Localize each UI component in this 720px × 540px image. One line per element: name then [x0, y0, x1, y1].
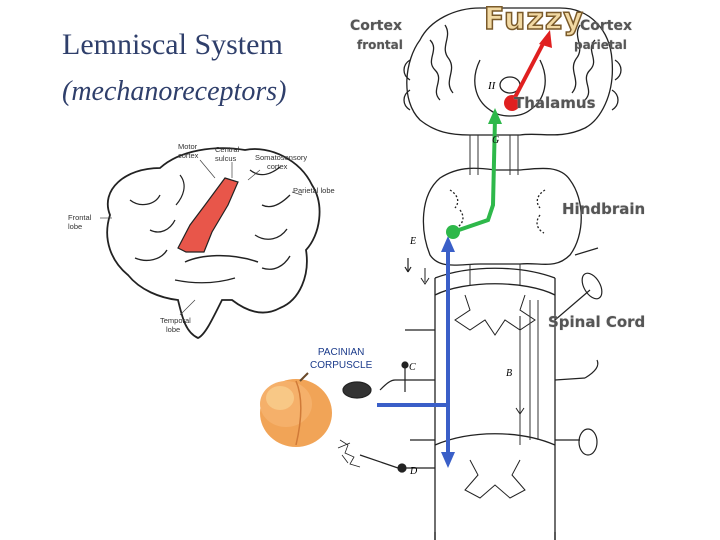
- blue-pathway: [377, 236, 455, 468]
- motor-cortex-line-1: Motor: [178, 142, 198, 151]
- green-pathway: [446, 108, 502, 239]
- temporal-lobe-line-2: lobe: [166, 325, 181, 334]
- pacinian-line-1: PACINIAN: [317, 347, 365, 358]
- temporal-lobe-line-1: Temporal: [160, 316, 191, 325]
- central-sulcus-line-1: Central: [215, 145, 240, 154]
- slide-subtitle: (mechanoreceptors): [62, 76, 287, 107]
- frontal-lobe-label: Frontal lobe: [68, 213, 91, 231]
- peripheral-neurons-left: [337, 258, 435, 473]
- fiber-bundles: [469, 135, 539, 445]
- spinal-cord-section: [434, 267, 556, 540]
- small-arrows: [420, 268, 525, 415]
- letter-d-label: D: [410, 466, 418, 477]
- cortex-right-label: Cortex: [580, 18, 633, 34]
- somatosensory-label: Somatosensory cortex: [255, 153, 307, 171]
- lateral-brain: [106, 147, 321, 339]
- pacinian-corpuscle-label: PACINIAN CORPUSCLE: [310, 346, 372, 372]
- spinal-cord-label: Spinal Cord: [548, 313, 646, 331]
- motor-cortex-line-2: cortex: [178, 151, 199, 160]
- pacinian-line-2: CORPUSCLE: [310, 360, 373, 371]
- letter-c-label: C: [409, 362, 416, 373]
- frontal-lobe-line-2: lobe: [68, 222, 83, 231]
- motor-cortex-label: Motor cortex: [178, 142, 198, 160]
- fuzzy-label: Fuzzy: [483, 1, 584, 38]
- central-sulcus-line-2: sulcus: [215, 154, 237, 163]
- cortex-left-label: Cortex: [350, 18, 403, 34]
- parietal-label: parietal: [574, 38, 627, 52]
- peripheral-neurons-right: [554, 247, 603, 456]
- frontal-lobe-line-1: Frontal: [68, 213, 92, 222]
- motor-cortex-strip: [177, 177, 239, 253]
- hindbrain-label: Hindbrain: [562, 200, 646, 218]
- red-pathway: [504, 30, 552, 111]
- slide-title: Lemniscal System: [62, 28, 283, 61]
- letter-g-label: G: [492, 135, 500, 146]
- thalamus-label: Thalamus: [514, 94, 596, 112]
- somatosensory-line-2: cortex: [267, 162, 288, 171]
- brain-leader-lines: [100, 159, 303, 316]
- letter-b-label: B: [506, 368, 513, 379]
- parietal-lobe-label: Parietal lobe: [293, 186, 335, 195]
- central-sulcus-label: Central sulcus: [215, 145, 239, 163]
- roman-two-label: II: [488, 80, 496, 92]
- letter-e-label: E: [410, 236, 417, 247]
- somatosensory-line-1: Somatosensory: [255, 153, 308, 162]
- peach-icon: [260, 372, 332, 447]
- temporal-lobe-label: Temporal lobe: [160, 316, 191, 334]
- frontal-label: frontal: [357, 38, 403, 52]
